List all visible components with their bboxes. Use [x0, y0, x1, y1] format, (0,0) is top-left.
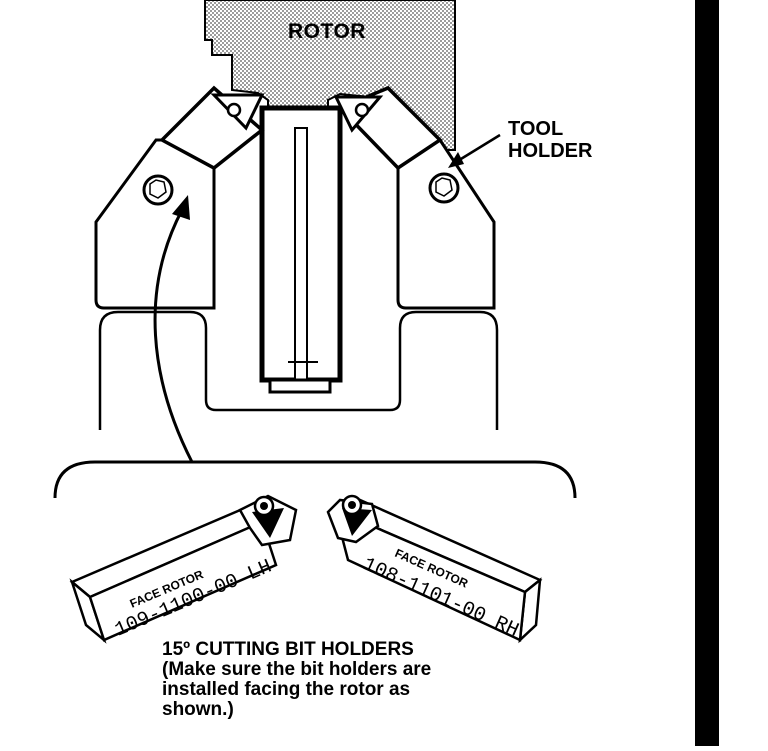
tool-post [98, 310, 499, 430]
rotor-label: ROTOR [288, 20, 366, 43]
caption-line-4: shown.) [162, 699, 234, 720]
caption-line-3: installed facing the rotor as [162, 679, 411, 700]
bit-holder-caption: 15º CUTTING BIT HOLDERS (Make sure the b… [162, 640, 431, 720]
tool-holder-label-line2: HOLDER [508, 140, 593, 162]
caption-line-2: (Make sure the bit holders are [162, 659, 432, 680]
page-edge-bar [695, 0, 719, 746]
pointer-arrow [153, 209, 194, 463]
left-bit-holder [69, 494, 298, 644]
tool-holder-arrowhead [448, 152, 464, 168]
tool-holder-label-line1: TOOL [508, 118, 564, 140]
left-tool-holder [94, 85, 265, 310]
caption-line-1: 15º CUTTING BIT HOLDERS [162, 639, 414, 660]
tool-holder-label: TOOL HOLDER [508, 118, 592, 162]
right-bit-holder [326, 494, 543, 644]
inset-bracket [53, 460, 577, 499]
spindle [259, 105, 343, 394]
tool-holder-leader [455, 133, 501, 164]
pointer-arrowhead [172, 195, 190, 220]
right-tool-holder [333, 85, 496, 310]
